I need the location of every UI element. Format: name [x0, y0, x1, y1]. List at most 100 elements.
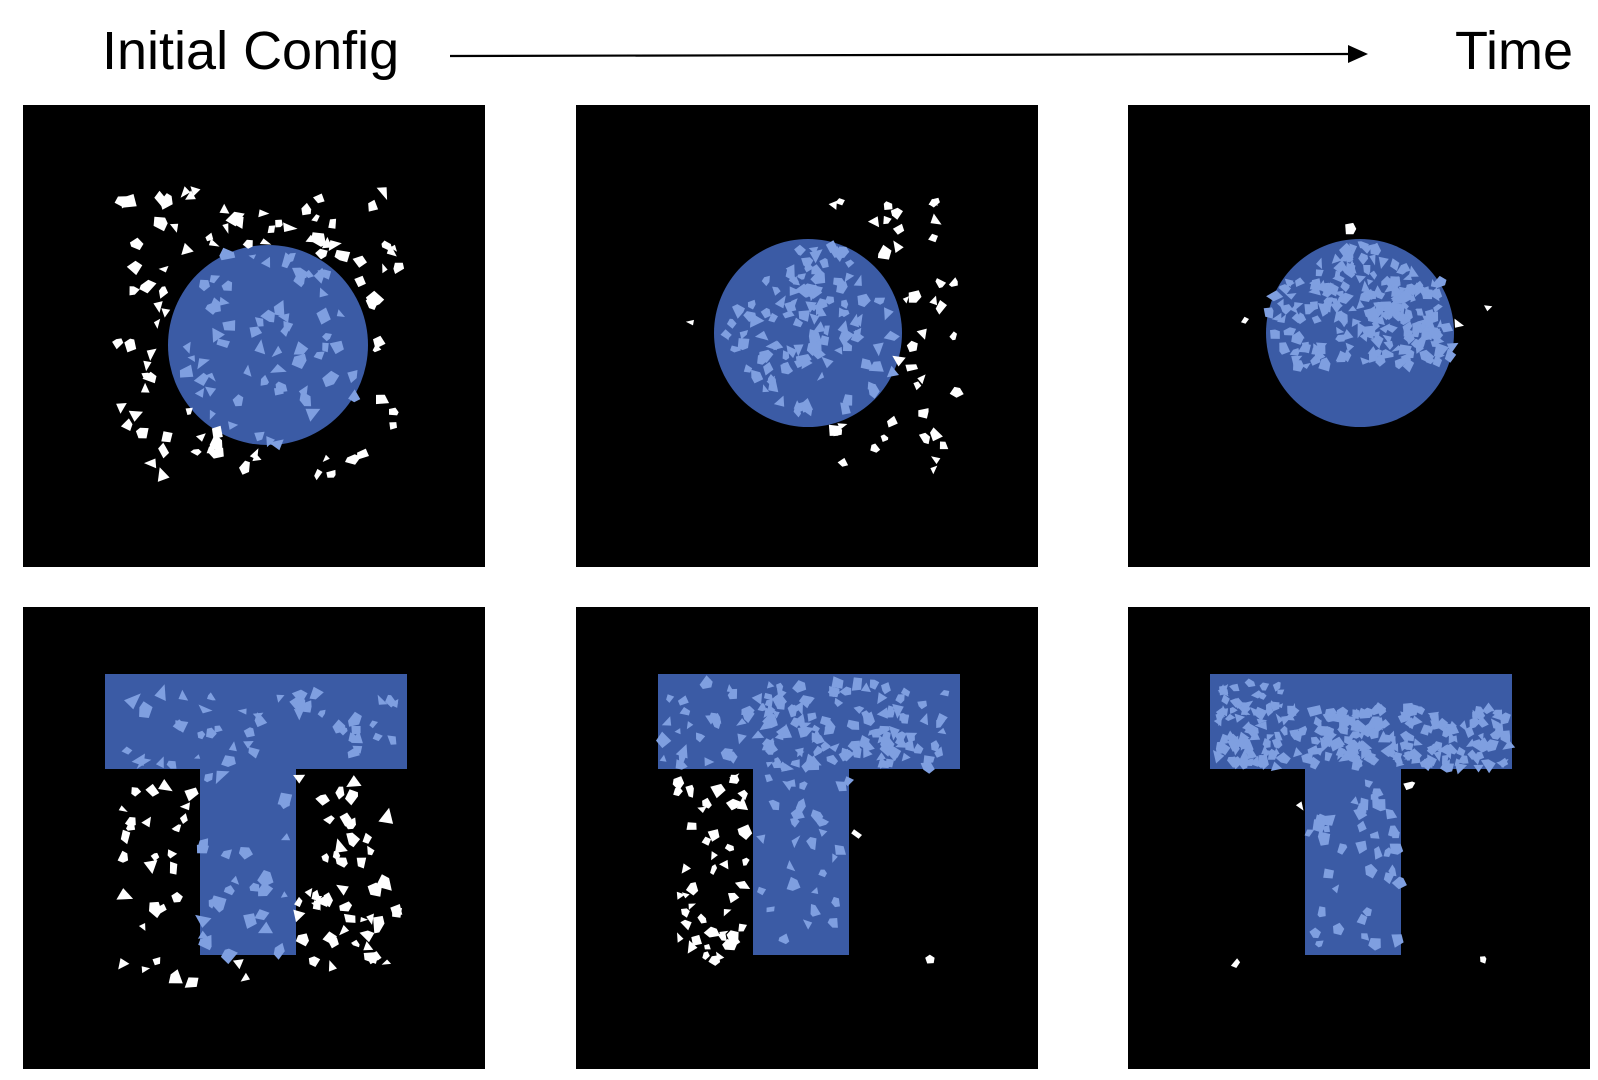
particle: [1310, 736, 1321, 745]
particle: [1262, 738, 1271, 748]
particle: [1483, 741, 1494, 750]
particle: [273, 300, 285, 317]
particle: [305, 408, 321, 422]
particle: [789, 286, 802, 296]
particle: [322, 342, 329, 353]
particle: [257, 870, 274, 887]
particle: [1402, 752, 1415, 761]
particle: [736, 796, 749, 811]
particle: [1371, 717, 1384, 733]
particle: [204, 772, 213, 783]
particle: [1362, 330, 1375, 340]
particle: [1469, 717, 1481, 729]
particle: [776, 687, 787, 701]
particle: [328, 960, 337, 972]
particle: [1391, 285, 1402, 297]
particle: [1279, 342, 1291, 355]
particle: [837, 246, 850, 257]
particle: [1261, 745, 1269, 755]
particle: [1316, 279, 1327, 292]
particle: [1277, 689, 1285, 695]
particle: [1357, 241, 1369, 249]
particle: [893, 240, 904, 253]
particle: [1219, 733, 1228, 745]
particle: [1306, 705, 1323, 717]
particle: [779, 761, 787, 771]
particle: [209, 409, 216, 420]
particle: [1289, 348, 1300, 356]
particle: [198, 704, 213, 714]
particle: [1351, 318, 1362, 327]
particle: [792, 704, 802, 712]
particle: [1400, 263, 1411, 273]
particle: [659, 754, 667, 762]
particle: [929, 295, 938, 306]
particle: [1336, 706, 1349, 719]
particle: [112, 338, 124, 350]
particle: [347, 370, 358, 384]
particle: [348, 732, 358, 743]
particle: [876, 752, 886, 761]
particle: [666, 694, 675, 703]
particle: [373, 915, 385, 934]
particle: [1332, 738, 1344, 749]
particle: [351, 939, 360, 948]
particle: [357, 448, 369, 460]
particle: [884, 307, 894, 321]
particle: [280, 891, 288, 898]
particle: [1266, 734, 1275, 742]
particle: [860, 682, 871, 693]
particle: [1400, 711, 1407, 720]
particle: [360, 917, 369, 923]
particle: [1297, 312, 1307, 325]
particle: [1412, 323, 1424, 333]
particle: [291, 353, 307, 369]
particle: [737, 338, 750, 351]
particle: [1430, 329, 1444, 341]
particle: [1315, 814, 1324, 823]
particle: [370, 951, 382, 961]
particle: [153, 216, 168, 232]
particle: [763, 361, 774, 376]
particle: [139, 279, 157, 294]
particle: [225, 211, 245, 227]
particle: [258, 921, 273, 934]
particle: [1357, 731, 1366, 740]
particle: [810, 269, 826, 285]
particle: [359, 930, 375, 943]
particle: [1422, 288, 1433, 300]
particle: [345, 454, 361, 465]
particle: [351, 726, 361, 735]
particle: [120, 418, 133, 431]
particle: [1349, 243, 1358, 255]
particle: [869, 679, 880, 690]
particle: [754, 330, 769, 341]
particle: [381, 240, 392, 251]
particle: [238, 847, 253, 860]
particle: [1367, 759, 1377, 765]
particle: [1432, 288, 1443, 300]
particle: [842, 394, 853, 406]
particle: [722, 939, 738, 951]
particle: [1249, 755, 1259, 767]
particle: [819, 258, 829, 269]
particle: [1482, 702, 1496, 712]
particle: [1340, 281, 1350, 293]
particle: [254, 317, 264, 327]
particle: [314, 468, 323, 481]
particle: [1336, 350, 1348, 363]
particle: [905, 738, 915, 752]
particle: [1440, 763, 1455, 773]
simulation-canvas: [685, 197, 964, 475]
particle: [206, 727, 217, 739]
particle: [1355, 275, 1366, 284]
particle: [833, 277, 846, 287]
particle: [293, 774, 306, 784]
particle: [834, 697, 844, 707]
particle: [1414, 706, 1426, 715]
particle: [827, 918, 838, 928]
particle: [872, 342, 884, 357]
particle: [661, 716, 672, 726]
particle: [363, 941, 374, 951]
particle: [1322, 726, 1336, 737]
